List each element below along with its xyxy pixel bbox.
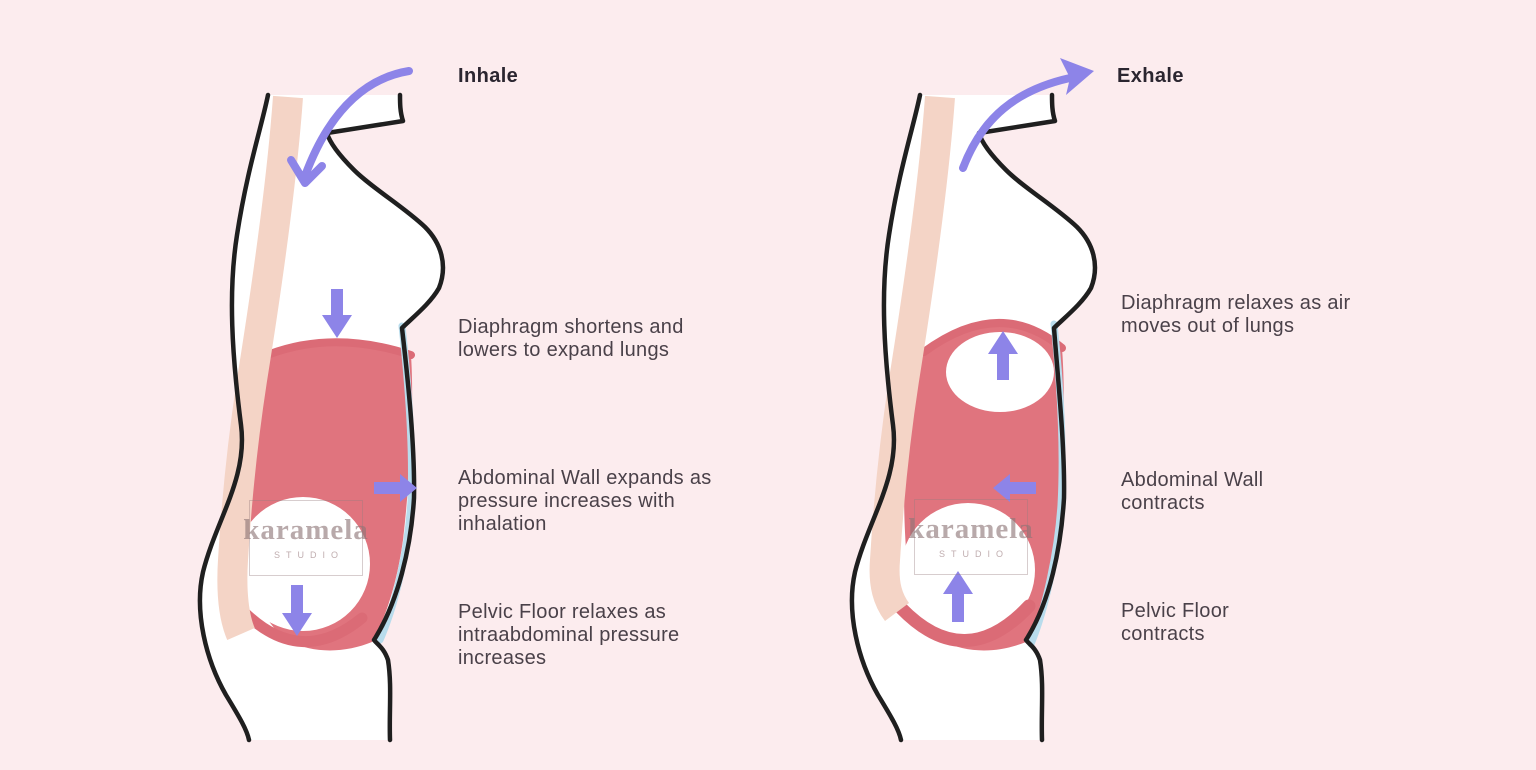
exhale-breath-flow-arrow	[959, 74, 1074, 172]
inhale-pelvic-floor-label: Pelvic Floor relaxes as intraabdominal p…	[458, 601, 680, 669]
inhale-breath-flow-arrow	[301, 67, 413, 180]
pelvic-floor-rim	[238, 606, 368, 648]
front-outline	[324, 92, 446, 743]
pelvic-space	[901, 503, 1035, 637]
exhale-diaphragm-label: Diaphragm relaxes as air moves out of lu…	[1121, 292, 1351, 337]
pelvic-space	[236, 497, 370, 631]
diaphragm-up-arrow-icon	[988, 331, 1018, 380]
pelvic-contract-up-arrow-icon	[943, 571, 973, 622]
inhale-title: Inhale	[458, 65, 519, 87]
exhale-breath-arrowhead-icon	[1060, 58, 1094, 95]
spine-band	[869, 95, 955, 621]
inhale-breath-arrowhead-icon	[287, 156, 326, 187]
watermark-badge: karamela STUDIO	[908, 499, 1033, 575]
inhale-figure	[197, 67, 446, 743]
pelvic-floor-rim	[894, 599, 1036, 647]
watermark-brand-text: karamela	[243, 514, 369, 546]
front-outline	[976, 92, 1098, 743]
watermark-subtitle-text: STUDIO	[938, 549, 1009, 559]
inhale-abdominal-wall-label: Abdominal Wall expands as pressure incre…	[458, 467, 712, 535]
back-outline	[197, 92, 271, 743]
inhale-diaphragm-label: Diaphragm shortens and lowers to expand …	[458, 316, 684, 361]
diaphragm-rim	[920, 319, 1066, 356]
exhale-title: Exhale	[1117, 65, 1184, 87]
exhale-pelvic-floor-label: Pelvic Floor contracts	[1121, 600, 1230, 645]
watermark-subtitle-text: STUDIO	[273, 550, 344, 560]
pelvic-relax-down-arrow-icon	[282, 585, 312, 636]
exhale-figure	[849, 58, 1098, 743]
back-outline	[849, 92, 923, 743]
watermark-brand-text: karamela	[908, 513, 1034, 545]
abdominal-expand-right-arrow-icon	[374, 474, 417, 502]
exhale-abdominal-wall-label: Abdominal Wall contracts	[1121, 469, 1264, 514]
abdominal-contract-left-arrow-icon	[993, 474, 1036, 502]
diaphragm-rim	[266, 338, 415, 359]
diaphragm-down-arrow-icon	[322, 289, 352, 338]
watermark-badge: karamela STUDIO	[243, 500, 368, 576]
spine-band	[217, 95, 303, 641]
